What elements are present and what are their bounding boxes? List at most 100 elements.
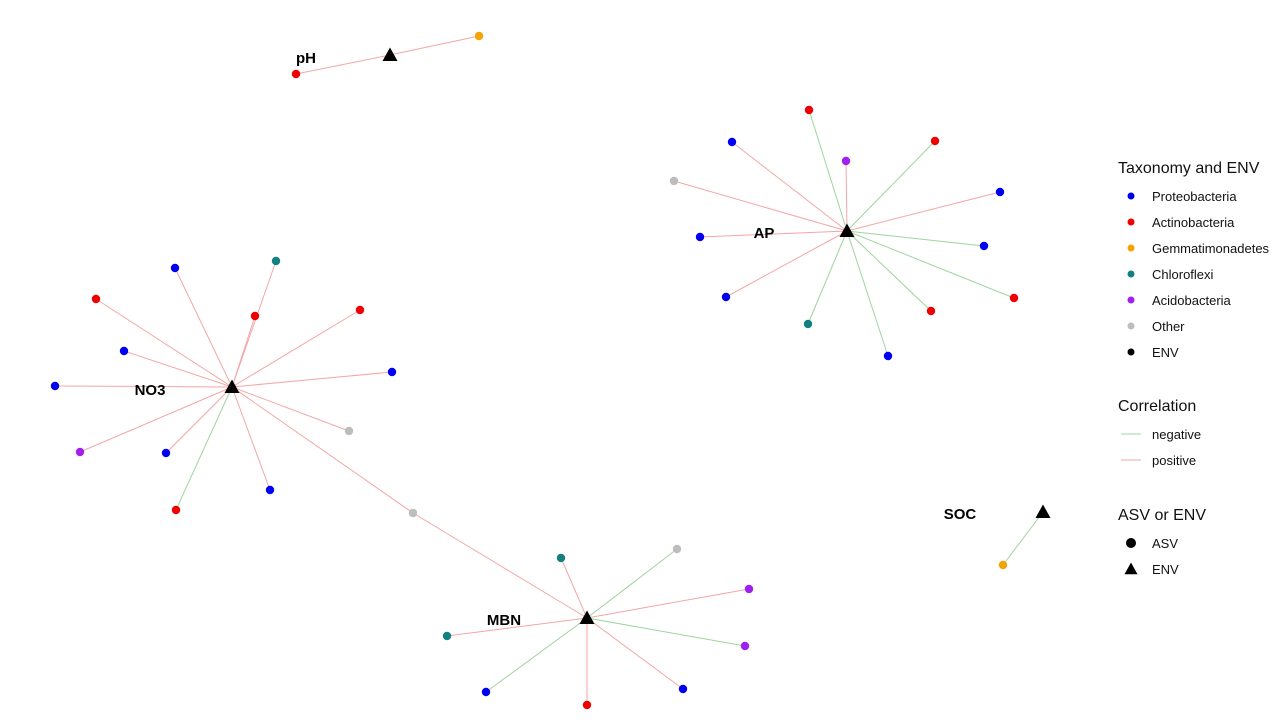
legend-key-Proteobacteria (1127, 192, 1135, 200)
asv-node-no12 (265, 485, 275, 495)
legend-label-Actinobacteria: Actinobacteria (1152, 215, 1235, 230)
edge-ap3-AP-positive (845, 160, 848, 232)
edge-mb2-MBN-negative (586, 548, 678, 619)
edge-ap4-AP-negative (846, 140, 936, 232)
asv-node-br1 (408, 508, 418, 518)
asv-node-no4 (250, 311, 260, 321)
edge-no9-NO3-positive (231, 386, 350, 432)
edge-ap13-AP-negative (846, 230, 889, 357)
asv-node-ap2 (727, 137, 737, 147)
env-node-SOC (1035, 504, 1051, 518)
asv-node-no2 (271, 256, 281, 266)
legend-label-positive: positive (1152, 453, 1196, 468)
edge-ap1-AP-negative (808, 109, 848, 232)
asv-node-mb3 (744, 584, 754, 594)
asv-node-ph2 (474, 31, 484, 41)
edge-no11-NO3-positive (165, 386, 233, 454)
legend-label-Chloroflexi: Chloroflexi (1152, 267, 1214, 282)
edge-no12-NO3-positive (231, 386, 271, 491)
asv-node-ap12 (926, 306, 936, 316)
edge-ap11-AP-negative (807, 230, 848, 325)
env-node-pH (382, 47, 398, 61)
env-label-SOC: SOC (944, 506, 977, 523)
asv-node-mb4 (442, 631, 452, 641)
edge-ap12-AP-negative (846, 230, 932, 312)
legend-label-Proteobacteria: Proteobacteria (1152, 189, 1237, 204)
asv-node-no11 (161, 448, 171, 458)
edge-ph1-pH-positive (295, 54, 391, 75)
asv-node-no3 (91, 294, 101, 304)
legend-label-negative: negative (1152, 427, 1201, 442)
edge-no10-NO3-positive (79, 386, 233, 453)
legend-key-ENV (1127, 348, 1135, 356)
edge-ap8-AP-negative (846, 230, 985, 247)
legend-key-Acidobacteria (1127, 296, 1135, 304)
asv-node-mb6 (481, 687, 491, 697)
env-node-NO3 (224, 379, 240, 393)
env-node-AP (839, 223, 855, 237)
env-label-AP: AP (754, 225, 775, 242)
edge-ap9-AP-positive (725, 230, 848, 298)
asv-node-mb1 (556, 553, 566, 563)
edge-mb3-MBN-positive (586, 588, 750, 619)
legend-key-Chloroflexi (1127, 270, 1135, 278)
legend-label-Gemmatimonadetes: Gemmatimonadetes (1152, 241, 1270, 256)
asv-node-ap8 (979, 241, 989, 251)
edge-mb1-MBN-positive (560, 557, 588, 619)
asv-node-ap7 (695, 232, 705, 242)
legend-label-ENV: ENV (1152, 345, 1179, 360)
edge-br1-MBN-positive (412, 512, 588, 619)
asv-node-ap13 (883, 351, 893, 361)
edge-no1-NO3-positive (174, 267, 233, 388)
edge-no7-NO3-positive (231, 371, 393, 388)
edge-mb6-MBN-negative (485, 617, 588, 693)
asv-node-no7 (387, 367, 397, 377)
asv-node-no6 (119, 346, 129, 356)
edge-ap7-AP-positive (699, 230, 848, 238)
legend-key-Actinobacteria (1127, 218, 1135, 226)
legend-key-asv (1126, 538, 1136, 548)
asv-node-ap6 (995, 187, 1005, 197)
asv-node-no10 (75, 447, 85, 457)
env-label-pH: pH (296, 50, 316, 67)
legend-key-Gemmatimonadetes (1127, 244, 1135, 252)
edge-no5-NO3-positive (231, 309, 361, 388)
env-node-MBN (579, 610, 595, 624)
edge-layer (54, 35, 1044, 705)
asv-node-mb2 (672, 544, 682, 554)
legend-label-asv: ASV (1152, 536, 1178, 551)
edge-so1-SOC-negative (1002, 511, 1044, 566)
legend-title-shape: ASV or ENV (1118, 507, 1206, 524)
asv-node-no8 (50, 381, 60, 391)
asv-node-mb5 (740, 641, 750, 651)
asv-node-ap10 (1009, 293, 1019, 303)
legend-key-Other (1127, 322, 1135, 330)
asv-node-ap5 (669, 176, 679, 186)
legend-label-Other: Other (1152, 319, 1185, 334)
legend-label-Acidobacteria: Acidobacteria (1152, 293, 1232, 308)
edge-no3-NO3-positive (95, 298, 233, 388)
asv-node-no9 (344, 426, 354, 436)
asv-node-ap3 (841, 156, 851, 166)
edge-br1-NO3-positive (231, 386, 414, 514)
edge-no4-NO3-positive (231, 315, 256, 388)
edge-mb8-MBN-positive (586, 617, 684, 690)
asv-node-ap9 (721, 292, 731, 302)
asv-node-mb8 (678, 684, 688, 694)
edge-no2-NO3-positive (231, 260, 277, 388)
edge-no13-NO3-negative (175, 386, 233, 511)
asv-node-mb7 (582, 700, 592, 710)
asv-node-ap1 (804, 105, 814, 115)
asv-node-so1 (998, 560, 1008, 570)
asv-node-no13 (171, 505, 181, 515)
legend-title-taxonomy: Taxonomy and ENV (1118, 160, 1260, 177)
legend-title-correlation: Correlation (1118, 398, 1196, 415)
legend: Taxonomy and ENV ProteobacteriaActinobac… (1118, 160, 1270, 577)
edge-ap5-AP-positive (673, 180, 848, 232)
edge-ap2-AP-positive (731, 141, 848, 232)
legend-label-env: ENV (1152, 562, 1179, 577)
env-label-NO3: NO3 (135, 382, 166, 399)
asv-node-ph1 (291, 69, 301, 79)
